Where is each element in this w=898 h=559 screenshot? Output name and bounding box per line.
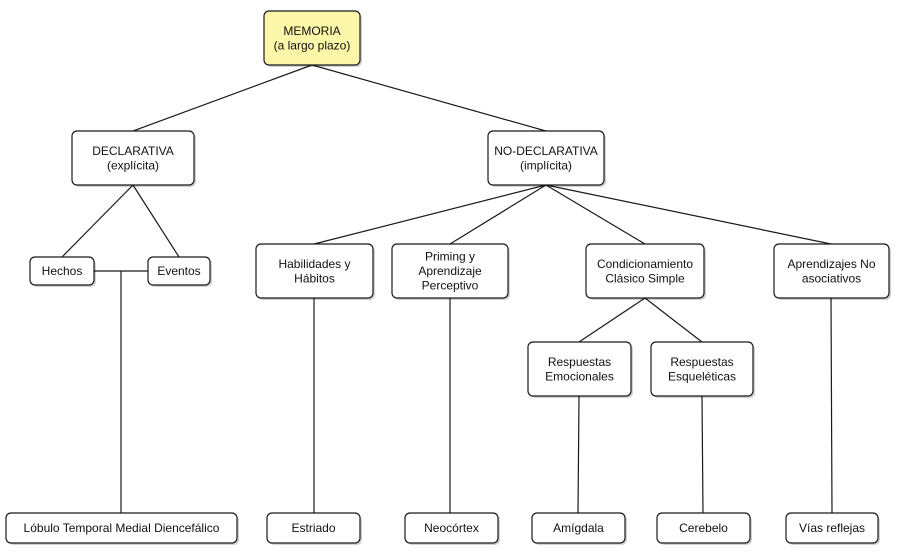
node-box: [785, 512, 879, 544]
node-eventos: Eventos: [147, 256, 212, 287]
node-label: Hechos: [42, 264, 83, 278]
node-label: Respuestas: [548, 355, 611, 369]
node-label: Amígdala: [553, 521, 604, 535]
node-box: [527, 341, 632, 397]
node-label: DECLARATIVA: [92, 144, 174, 158]
node-label: Neocórtex: [424, 521, 479, 535]
node-label: Aprendizajes No: [787, 257, 875, 271]
node-label: Habilidades y: [278, 257, 350, 271]
node-box: [29, 256, 95, 286]
connector-line: [132, 64, 313, 132]
node-box: [531, 512, 626, 544]
node-label: Estriado: [291, 521, 335, 535]
connector-line: [545, 184, 646, 245]
node-memoria: MEMORIA(a largo plazo): [263, 10, 362, 67]
node-label: (explícita): [107, 158, 159, 172]
node-label: Vías reflejas: [799, 521, 865, 535]
node-box: [255, 243, 374, 299]
node-label: Aprendizaje: [418, 264, 482, 278]
connector-line: [132, 184, 180, 258]
node-nodeclarativa: NO-DECLARATIVA(implícita): [487, 130, 606, 187]
connector-line: [311, 64, 547, 132]
connector-line: [644, 297, 703, 343]
connector-line: [61, 184, 134, 258]
node-label: asociativos: [802, 271, 861, 285]
node-box: [263, 10, 361, 66]
node-label: Clásico Simple: [605, 271, 685, 285]
connector-line: [545, 184, 832, 245]
node-label: (a largo plazo): [274, 38, 351, 52]
node-lobulo: Lóbulo Temporal Medial Diencefálico: [5, 512, 239, 545]
node-label: Condicionamiento: [597, 257, 693, 271]
node-box: [147, 256, 211, 286]
node-estriado: Estriado: [266, 512, 362, 545]
node-label: Lóbulo Temporal Medial Diencefálico: [24, 521, 220, 535]
node-label: Perceptivo: [422, 279, 479, 293]
node-box: [487, 130, 605, 186]
node-label: NO-DECLARATIVA: [494, 144, 598, 158]
node-box: [5, 512, 238, 544]
node-box: [266, 512, 361, 544]
connector-line: [701, 395, 704, 514]
node-label: Emocionales: [545, 369, 614, 383]
node-cerebelo: Cerebelo: [656, 512, 752, 545]
node-box: [656, 512, 751, 544]
connector-line: [830, 297, 833, 514]
connector-line: [578, 297, 646, 343]
node-vias: Vías reflejas: [785, 512, 880, 545]
connector-line: [577, 395, 580, 514]
node-box: [650, 341, 754, 397]
node-hechos: Hechos: [29, 256, 96, 287]
node-neocortex: Neocórtex: [404, 512, 500, 545]
node-label: MEMORIA: [283, 24, 340, 38]
connector-line: [449, 184, 547, 245]
node-box: [404, 512, 499, 544]
node-declarativa: DECLARATIVA(explícita): [71, 130, 196, 187]
connector-line: [313, 184, 547, 245]
diagram-nodes: MEMORIA(a largo plazo) DECLARATIVA(explíc…: [5, 10, 891, 545]
node-label: (implícita): [520, 158, 572, 172]
node-box: [773, 243, 890, 299]
node-label: Cerebelo: [679, 521, 728, 535]
node-label: Eventos: [157, 264, 200, 278]
node-label: Esqueléticas: [668, 369, 736, 383]
node-label: Hábitos: [294, 271, 335, 285]
node-label: Priming y: [425, 250, 475, 264]
node-amigdala: Amígdala: [531, 512, 627, 545]
node-box: [71, 130, 195, 186]
node-label: Respuestas: [670, 355, 733, 369]
node-box: [391, 243, 509, 299]
node-box: [585, 243, 705, 299]
diagram-edges: [61, 64, 833, 514]
